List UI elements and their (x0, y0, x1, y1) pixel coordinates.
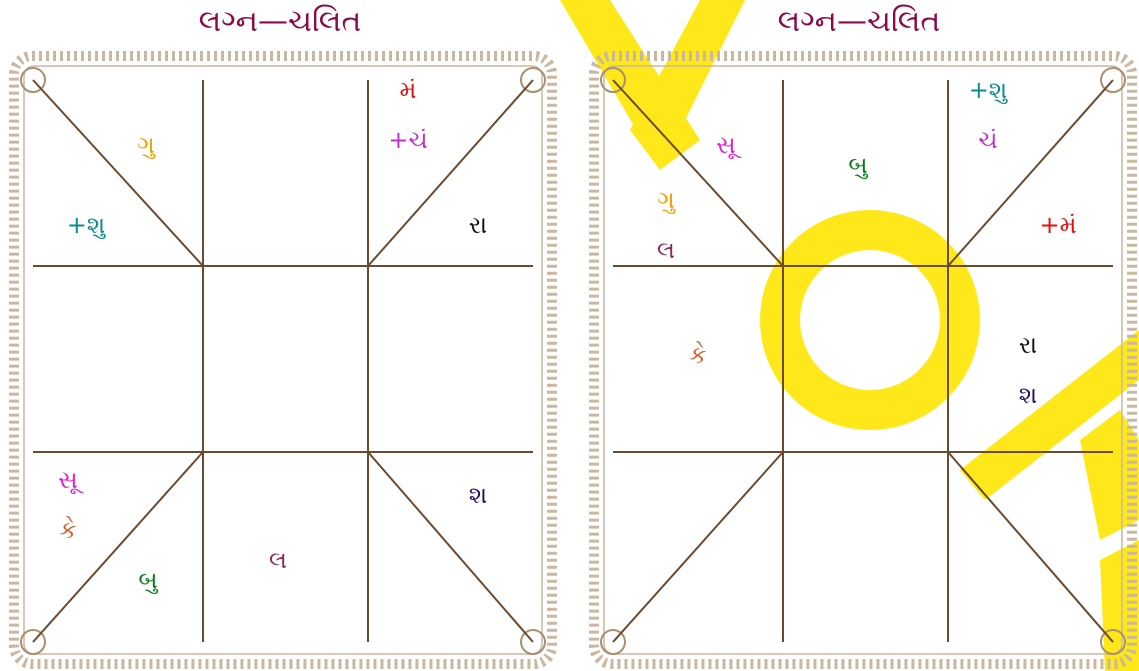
chart-grid-line (368, 80, 533, 266)
planet-label: +શુ (67, 211, 106, 239)
planet-label: લ (269, 546, 287, 574)
planet-label: +ચં (388, 126, 427, 154)
planet-label: મં (400, 76, 417, 104)
planet-label: સૂ (58, 466, 77, 494)
chart-grid-line (948, 452, 1113, 642)
planet-label: સૂ (716, 131, 735, 159)
chart-grid-line (613, 80, 783, 266)
planet-label: કે (60, 516, 77, 544)
chart-grid-right (588, 50, 1138, 670)
planet-label: ચં (978, 126, 997, 154)
chart-left: +શુ સૂ કે બુ લ શ રા મં +ચં ગુ (8, 50, 558, 670)
planet-label: +મં (1039, 211, 1076, 239)
chart-grid-line (948, 80, 1113, 266)
chart-title-left: લગ્ન—ચલિત (0, 4, 560, 39)
chart-title-right: લગ્ન—ચલિત (579, 4, 1139, 39)
planet-label: લ (657, 236, 675, 264)
chart-grid-line (613, 452, 783, 642)
chart-right: બુ ગુ લ કે +મં +શુ ચં રા શ સૂ (588, 50, 1138, 670)
planet-label: શ (1019, 381, 1038, 409)
planet-label: કે (690, 341, 707, 369)
planet-label: ગુ (657, 186, 675, 214)
chart-grid-line (33, 80, 203, 266)
planet-label: રા (469, 211, 487, 239)
planet-label: શ (469, 481, 488, 509)
planet-label: બુ (138, 566, 157, 594)
planet-label: +શુ (969, 76, 1008, 104)
chart-grid-left (8, 50, 558, 670)
planet-label: બુ (848, 151, 867, 179)
planet-label: રા (1019, 331, 1037, 359)
chart-grid-line (368, 452, 533, 642)
planet-label: ગુ (137, 131, 155, 159)
